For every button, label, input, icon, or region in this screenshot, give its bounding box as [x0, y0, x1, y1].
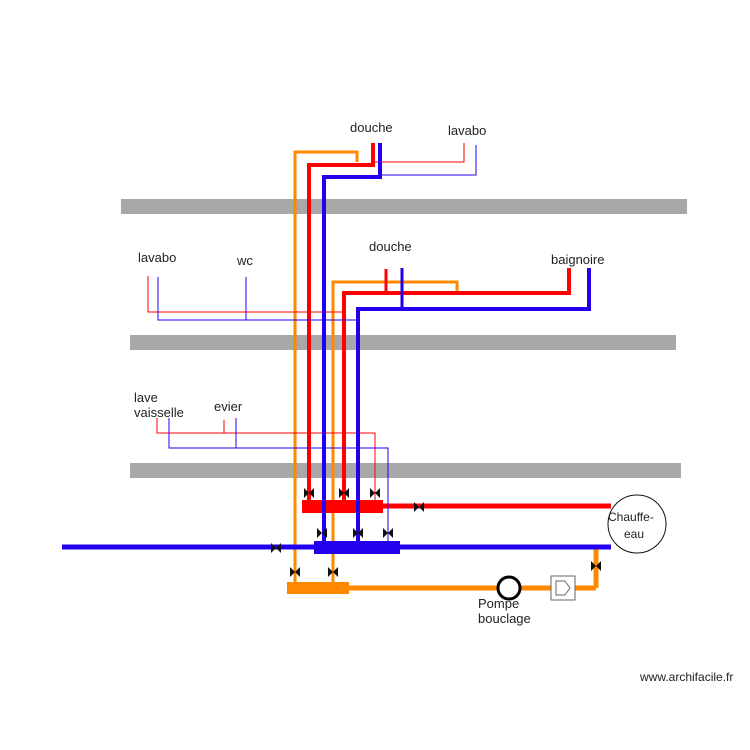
valve-icon — [353, 528, 363, 538]
floor-slabs — [121, 199, 687, 478]
floor-slab-top — [121, 199, 687, 214]
hot-mid-lavabo-wc — [147, 276, 344, 313]
cold-collector — [314, 541, 400, 554]
fixture-labels: douche lavabo lavabo wc douche baignoire… — [134, 120, 605, 626]
valve-icon — [317, 528, 327, 538]
valves — [271, 488, 601, 577]
label-mid-baignoire: baignoire — [551, 252, 605, 267]
water-heater-icon: Chauffe- eau — [607, 494, 667, 554]
hot-riser-low — [156, 418, 376, 506]
loop-pipes — [287, 150, 599, 594]
hot-pipes — [147, 143, 611, 513]
valve-icon — [339, 488, 349, 498]
cold-riser-middle — [356, 268, 591, 547]
pump-icon — [496, 575, 522, 601]
hot-riser-middle — [342, 268, 571, 506]
label-mid-lavabo: lavabo — [138, 250, 176, 265]
hot-top-lavabo — [373, 143, 465, 163]
cold-riser-top — [322, 143, 382, 547]
label-mid-douche: douche — [369, 239, 412, 254]
valve-icon — [290, 567, 300, 577]
valve-icon — [370, 488, 380, 498]
valve-icon — [591, 561, 601, 571]
label-mid-wc: wc — [236, 253, 253, 268]
label-pompe-line2: bouclage — [478, 611, 531, 626]
floor-slab-middle — [130, 335, 676, 350]
cold-riser-low — [168, 418, 389, 547]
watermark: www.archifacile.fr — [639, 670, 733, 684]
valve-icon — [383, 528, 393, 538]
loop-collector — [287, 582, 349, 594]
label-low-lave-line2: vaisselle — [134, 405, 184, 420]
valve-icon — [304, 488, 314, 498]
hot-riser-top — [307, 143, 375, 506]
cold-pipes — [62, 143, 611, 554]
label-low-evier: evier — [214, 399, 243, 414]
water-heater-label-line2: eau — [624, 527, 644, 541]
check-valve-icon — [550, 575, 576, 601]
hot-collector — [302, 500, 383, 513]
label-low-lave-line1: lave — [134, 390, 158, 405]
water-heater-label-line1: Chauffe- — [608, 510, 654, 524]
cold-mid-lavabo-wc — [157, 277, 358, 321]
valve-icon — [271, 543, 281, 553]
valve-icon — [328, 567, 338, 577]
valve-icon — [414, 502, 424, 512]
cold-top-lavabo — [380, 145, 477, 176]
label-top-lavabo: lavabo — [448, 123, 486, 138]
loop-riser-middle — [331, 280, 459, 588]
label-top-douche: douche — [350, 120, 393, 135]
floor-slab-bottom — [130, 463, 681, 478]
loop-riser-top — [293, 150, 359, 588]
label-pompe-line1: Pompe — [478, 596, 519, 611]
